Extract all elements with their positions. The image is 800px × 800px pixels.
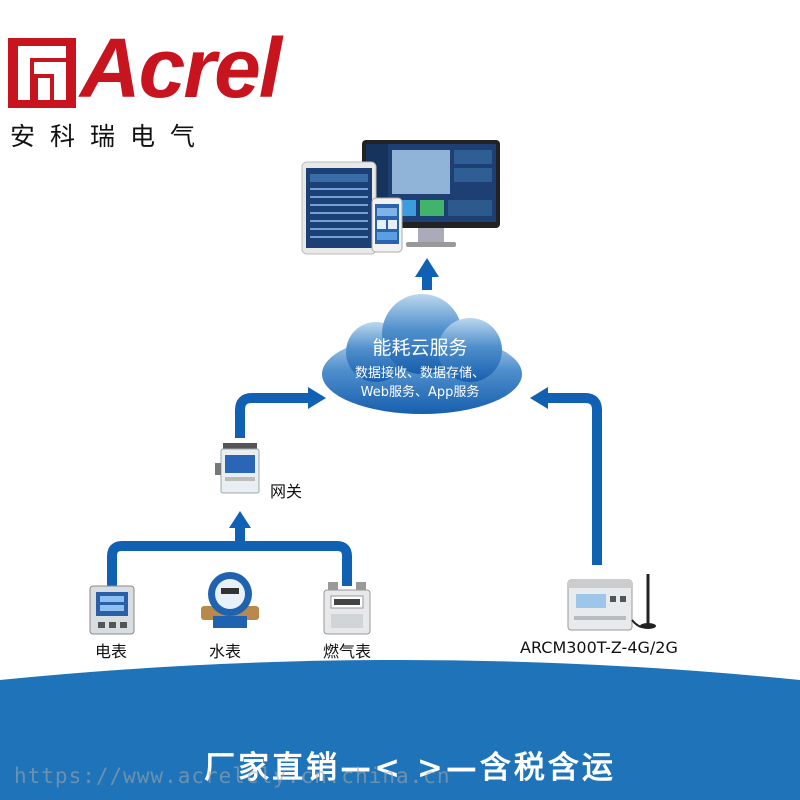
phone-icon xyxy=(371,197,403,253)
cloud-services-line2: Web服务、App服务 xyxy=(360,385,480,400)
watermark-url: https://www.acrelcly.cn.china.cn xyxy=(14,764,451,788)
footer-band xyxy=(0,660,800,800)
water-meter-icon xyxy=(201,572,259,628)
antenna-icon xyxy=(631,574,656,629)
arcm-label: ARCM300T-Z-4G/2G xyxy=(520,638,678,657)
arrow-head-gateway xyxy=(229,511,251,528)
gateway-label: 网关 xyxy=(270,482,303,501)
gateway-to-cloud-connector xyxy=(235,393,308,438)
gas-meter-label: 燃气表 xyxy=(323,642,372,661)
arcm-device-icon xyxy=(567,574,656,631)
footer-slogan: 厂家直销—< >—含税含运 xyxy=(204,750,616,786)
brand-name: Acrel xyxy=(80,21,282,115)
tablet-icon xyxy=(301,161,377,255)
meters-to-gateway-connector xyxy=(107,541,352,586)
gateway-icon xyxy=(215,443,260,494)
cloud-icon xyxy=(322,294,522,414)
arrow-head-cloud-left xyxy=(308,387,326,409)
arrow-head-cloud-right xyxy=(530,387,548,409)
arrow-head-platform xyxy=(415,258,439,277)
electric-meter-label: 电表 xyxy=(95,642,128,661)
arcm-to-cloud-connector xyxy=(548,393,602,565)
electric-meter-icon xyxy=(89,585,135,635)
cloud-services-line1: 数据接收、数据存储、 xyxy=(354,366,485,381)
brand-name-cn: 安科瑞电气 xyxy=(10,122,211,151)
logo-mark-icon xyxy=(8,38,76,108)
cloud-title: 能耗云服务 xyxy=(372,337,468,359)
water-meter-label: 水表 xyxy=(209,642,242,661)
gas-meter-icon xyxy=(323,582,371,635)
platform-devices xyxy=(301,140,500,255)
